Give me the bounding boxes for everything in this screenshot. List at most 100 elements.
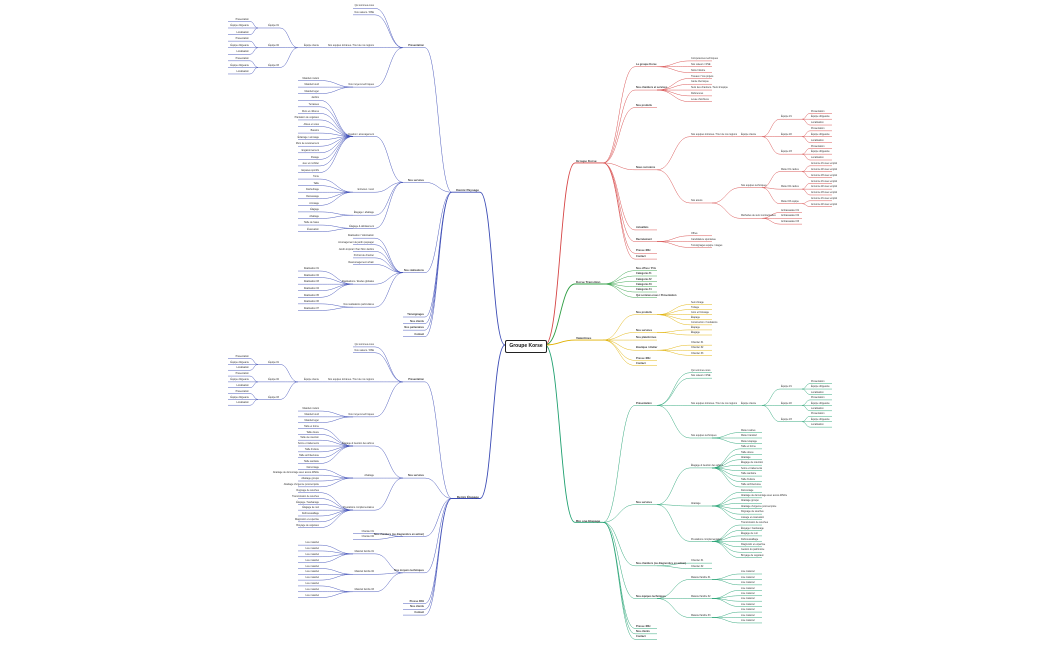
leaf-node[interactable]: Élagage de nuit: [302, 506, 319, 510]
leaf-node[interactable]: Presse 4DH: [636, 249, 651, 253]
root-node[interactable]: Groupe Korse: [505, 340, 547, 353]
topic-node[interactable]: Abattage: [364, 474, 374, 478]
leaf-node[interactable]: Abattage d'urgence post-tempête: [283, 483, 319, 487]
leaf-node[interactable]: Métier transfert: [741, 434, 758, 438]
leaf-node[interactable]: Présentation: [235, 372, 249, 376]
leaf-node[interactable]: Abattage: [741, 455, 751, 459]
leaf-node[interactable]: Live matériel: [305, 558, 319, 562]
leaf-node[interactable]: Localisation: [236, 50, 249, 54]
leaf-node[interactable]: Live matériel: [305, 576, 319, 580]
leaf-node[interactable]: Réalisation #5: [303, 293, 319, 297]
leaf-node[interactable]: Live matériel: [305, 582, 319, 586]
topic-node[interactable]: Élagage / abattage: [353, 211, 374, 215]
leaf-node[interactable]: Démontage: [741, 488, 754, 492]
leaf-node[interactable]: Taille douce: [306, 430, 319, 434]
leaf-node[interactable]: Contact: [636, 255, 646, 259]
topic-node[interactable]: Équipe #1: [781, 385, 792, 389]
topic-node[interactable]: Nos moyens techniques: [394, 569, 424, 573]
leaf-node[interactable]: Travaux / Vos projets: [691, 74, 714, 78]
leaf-node[interactable]: Levée d'archives: [691, 97, 709, 101]
topic-node[interactable]: Matériel famille #3: [354, 587, 374, 591]
leaf-node[interactable]: Localisation: [236, 401, 249, 405]
leaf-node[interactable]: Compétences techniques: [691, 57, 718, 61]
leaf-node[interactable]: Équipe dirigeante: [811, 150, 830, 154]
leaf-node[interactable]: Semi-finage: [691, 300, 704, 304]
leaf-node[interactable]: Témoignages: [407, 313, 424, 317]
topic-node[interactable]: Nos moyens techniques: [348, 413, 374, 417]
topic-node[interactable]: Nos moyens techniques: [348, 83, 374, 87]
topic-node[interactable]: Élagage & Gestion des arbres: [691, 464, 723, 468]
topic-node[interactable]: Équipe cliente: [303, 378, 319, 382]
leaf-node[interactable]: Matériel lourd: [304, 413, 319, 417]
topic-node[interactable]: Nos équipes lorraines / Tour de nos régi…: [327, 378, 374, 382]
leaf-node[interactable]: Live matériel: [741, 575, 755, 579]
leaf-node[interactable]: Murs de soutènement: [295, 142, 319, 146]
leaf-node[interactable]: Tubage: [691, 305, 700, 309]
leaf-node[interactable]: Désherbage: [305, 188, 319, 192]
leaf-node[interactable]: Taille fruitière: [304, 448, 319, 452]
leaf-node[interactable]: Matériel léger: [304, 418, 319, 422]
topic-node[interactable]: Nos équipes lorraines / Tour de nos régi…: [691, 132, 738, 136]
leaf-node[interactable]: Localisation: [236, 70, 249, 74]
leaf-node[interactable]: Broyage de végétaux: [296, 523, 319, 527]
leaf-node[interactable]: Matériel roulant: [302, 407, 319, 411]
leaf-node[interactable]: Catégorie #3: [636, 282, 652, 286]
leaf-node[interactable]: Contact: [414, 611, 424, 615]
topic-node[interactable]: Nos services: [636, 500, 653, 504]
topic-node[interactable]: Matériel famille #1: [691, 575, 711, 579]
branch-node[interactable]: Demix Étapage: [456, 494, 479, 499]
leaf-node[interactable]: Nos plateformes: [636, 336, 657, 340]
leaf-node[interactable]: Tonte: [313, 175, 319, 179]
leaf-node[interactable]: Gros et finissage: [691, 310, 709, 314]
leaf-node[interactable]: Réalisation #6: [303, 300, 319, 304]
leaf-node[interactable]: Aménagement de jardin paysager: [338, 240, 374, 244]
leaf-node[interactable]: Nos offres / Prix: [636, 266, 656, 270]
topic-node[interactable]: Équipe #3: [781, 150, 792, 154]
leaf-node[interactable]: Diagnostic et expertise: [741, 543, 766, 546]
leaf-node[interactable]: Taille architecturée: [299, 453, 319, 457]
leaf-node[interactable]: Équipe dirigeante: [230, 43, 249, 47]
leaf-node[interactable]: Chantier #2: [361, 535, 374, 539]
leaf-node[interactable]: Murs et clôtures: [301, 109, 319, 113]
topic-node[interactable]: Nos services: [407, 178, 424, 182]
leaf-node[interactable]: Matériel roulant: [302, 76, 319, 80]
leaf-node[interactable]: Live matériel: [305, 552, 319, 556]
leaf-node[interactable]: Chantier #2: [691, 346, 704, 350]
topic-node[interactable]: Équipe #3: [781, 417, 792, 421]
leaf-node[interactable]: Catégorie #1: [636, 272, 652, 276]
topic-node[interactable]: Équipe #3: [268, 395, 279, 399]
topic-node[interactable]: Nos services: [407, 474, 424, 478]
leaf-node[interactable]: Catégorie #4: [636, 288, 652, 292]
leaf-node[interactable]: Nos valeurs / RSE: [691, 374, 711, 378]
leaf-node[interactable]: Live matériel: [305, 593, 319, 597]
leaf-node[interactable]: Contact: [414, 332, 424, 336]
leaf-node[interactable]: Équipe dirigeante: [230, 360, 249, 364]
topic-node[interactable]: Boutique / Atelier: [636, 346, 658, 350]
leaf-node[interactable]: Localisation: [811, 121, 824, 125]
leaf-node[interactable]: Catégorie #2: [636, 277, 652, 281]
leaf-node[interactable]: Taille sanitaire: [303, 459, 319, 463]
leaf-node[interactable]: Ambassadeur #2: [781, 214, 800, 218]
leaf-node[interactable]: Live matériel: [741, 602, 755, 606]
leaf-node[interactable]: Localisation: [811, 390, 824, 394]
leaf-node[interactable]: Annonce #1 avec emploi: [811, 162, 838, 166]
leaf-node[interactable]: Taille et forme: [741, 445, 756, 449]
leaf-node[interactable]: Diagnostic et expertise: [294, 518, 319, 521]
leaf-node[interactable]: Annonce #1 avec emploi: [811, 197, 838, 200]
leaf-node[interactable]: Pavage: [310, 155, 319, 159]
leaf-node[interactable]: Rognage de souches: [741, 510, 764, 514]
leaf-node[interactable]: Plantation de végétaux: [294, 116, 319, 120]
leaf-node[interactable]: Espaces sportifs: [301, 168, 319, 172]
topic-node[interactable]: Nos équipes techniques: [636, 594, 666, 598]
leaf-node[interactable]: Nos clients: [410, 605, 424, 609]
leaf-node[interactable]: Réalisation #1: [303, 267, 319, 271]
leaf-node[interactable]: Live matériel: [741, 586, 755, 590]
leaf-node[interactable]: Équipe dirigeante: [230, 378, 249, 382]
leaf-node[interactable]: Qui sommes-nous: [354, 4, 374, 8]
leaf-node[interactable]: Localisation: [236, 30, 249, 34]
topic-node[interactable]: Nos produits: [636, 310, 652, 314]
topic-node[interactable]: Réalisations / Etudes globales: [341, 280, 374, 284]
leaf-node[interactable]: Live matériel: [305, 541, 319, 545]
leaf-node[interactable]: Contact: [636, 361, 646, 365]
topic-node[interactable]: Équipe cliente: [741, 401, 757, 405]
